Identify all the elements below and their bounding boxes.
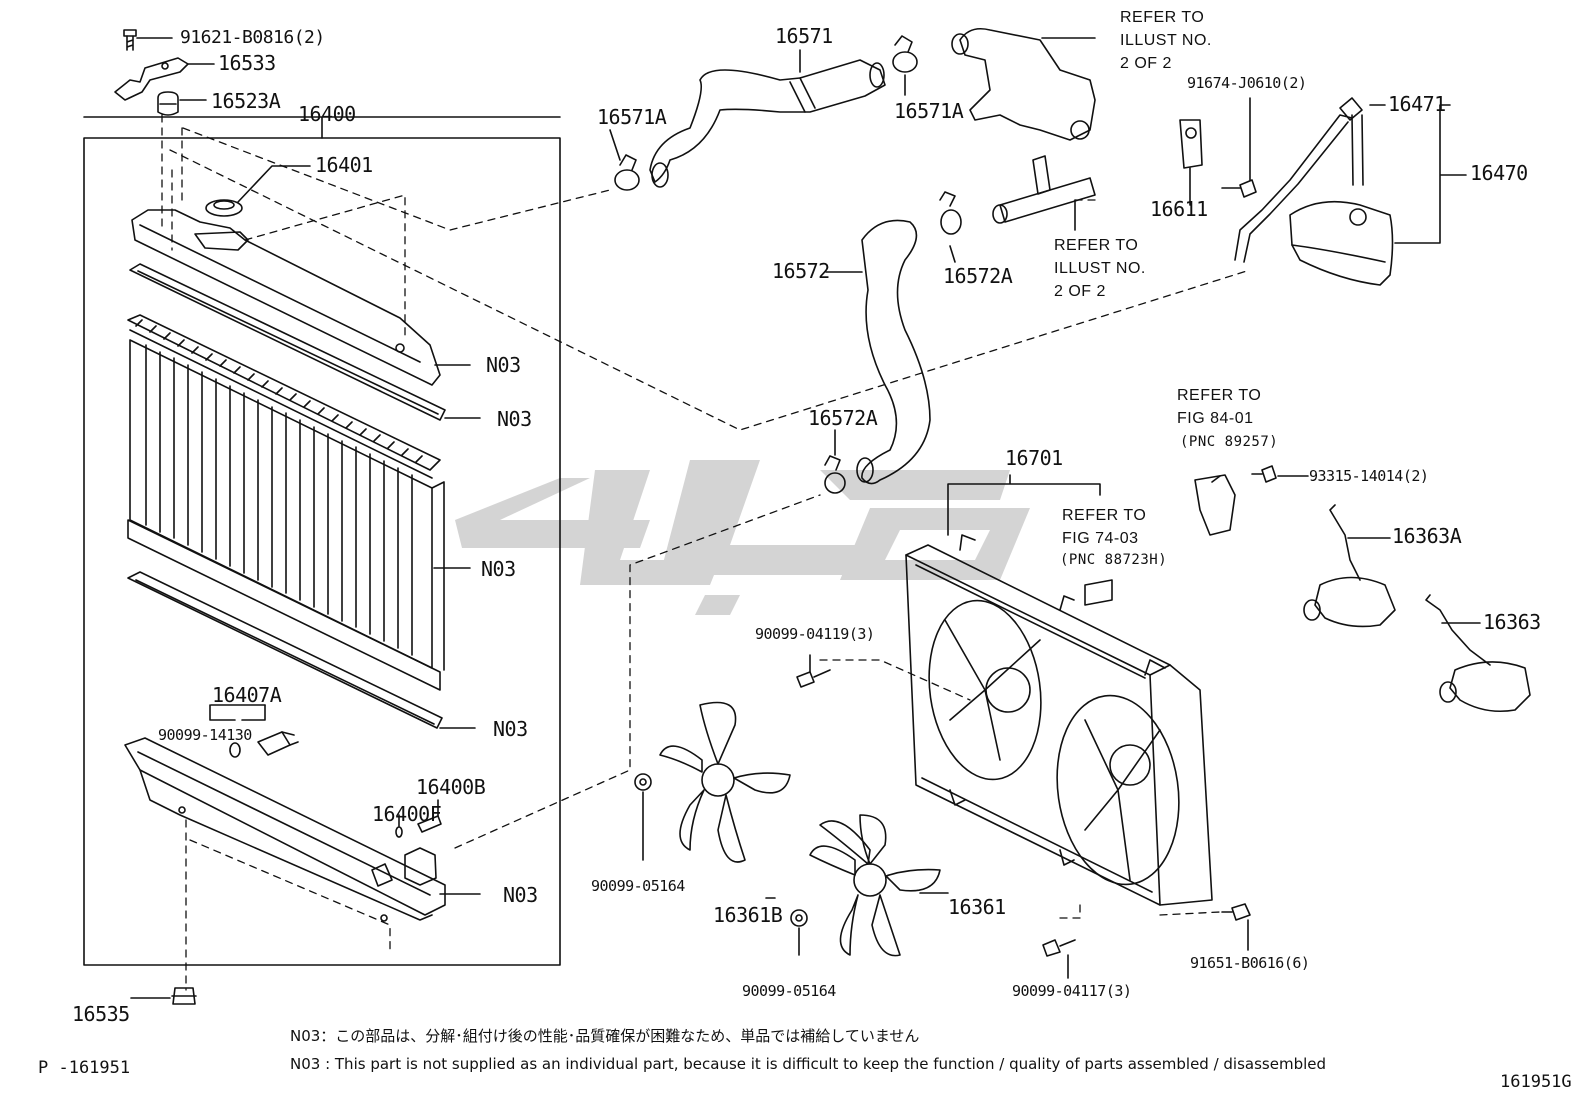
page-code: P -161951 (38, 1058, 131, 1078)
fan-16361B-icon (659, 701, 791, 863)
label-n03-lower-tank: N03 (503, 883, 538, 907)
cushion-16535-icon (171, 987, 197, 1005)
nut-90099-05164-b-icon (790, 909, 808, 927)
bolt-90099-04119-icon (796, 669, 831, 688)
fan-motor-16363-icon (1425, 594, 1531, 713)
refer-fig-74-03-pnc: (PNC 88723H) (1060, 548, 1167, 572)
refer-fig-84-01-pnc: (PNC 89257) (1180, 430, 1278, 454)
fan-shroud-16701-icon (905, 534, 1213, 906)
radiator-cap-16401-icon (205, 199, 243, 217)
o-ring-90099-14130-icon (229, 742, 241, 758)
label-16533: 16533 (218, 51, 276, 75)
drain-cock-16400B-icon (417, 799, 442, 833)
label-90099-05164-a: 90099-05164 (591, 877, 685, 895)
refer-fig-74-03: REFER TO FIG 74-03 (1062, 507, 1147, 547)
upper-hose-16571-icon (649, 59, 886, 188)
cushion-16523A-icon (157, 91, 179, 116)
bracket-16611-icon (1179, 119, 1203, 169)
o-ring-16400F-icon (395, 826, 403, 838)
note-japanese: N03：この部品は、分解･組付け後の性能･品質確保が困難なため、単品では補給して… (290, 1027, 920, 1045)
radiator-assembly-box (83, 137, 561, 966)
label-n03-lower-gasket: N03 (493, 717, 528, 741)
label-16572A-bottom: 16572A (808, 406, 878, 430)
reservoir-tank-16470-icon (1289, 200, 1394, 286)
label-n03-upper-tank: N03 (486, 353, 521, 377)
dashed-guides (161, 114, 1251, 991)
clamp-16572A-top-icon (939, 191, 962, 235)
figure-code: 161951G (1500, 1072, 1572, 1092)
clamp-16571A-left-icon (614, 154, 640, 191)
pnc-89257: (PNC 89257) (1180, 434, 1279, 450)
watermark-logo (455, 460, 1030, 615)
drain-plug-16407A-icon (257, 731, 299, 756)
bolt-91674-icon (1221, 179, 1257, 198)
label-16361: 16361 (948, 895, 1006, 919)
label-91621-B0816: 91621-B0816(2) (180, 27, 325, 48)
water-outlet-icon (951, 27, 1096, 141)
label-n03-upper-gasket: N03 (497, 407, 532, 431)
overflow-hose-16471-icon (1234, 97, 1364, 263)
radiator-core-icon (127, 314, 445, 691)
label-90099-04119: 90099-04119(3) (755, 625, 875, 643)
label-16611: 16611 (1150, 197, 1208, 221)
label-90099-05164-b: 90099-05164 (742, 982, 836, 1000)
fan-motor-16363A-icon (1303, 504, 1396, 628)
bolt-90099-04117-icon (1042, 939, 1076, 957)
label-16535: 16535 (72, 1002, 130, 1026)
label-16572A-top: 16572A (943, 264, 1013, 288)
label-16571A-left: 16571A (597, 105, 667, 129)
clamp-16571A-right-icon (892, 35, 918, 73)
screw-93315-icon (1251, 465, 1277, 483)
gasket-upper-icon (129, 263, 446, 421)
nut-90099-05164-a-icon (634, 773, 652, 791)
label-91674-J0610: 91674-J0610(2) (1187, 74, 1307, 92)
bolt-91621-icon (123, 29, 137, 51)
fan-16361-icon (809, 814, 941, 957)
label-91651-B0616: 91651-B0616(6) (1190, 954, 1310, 972)
label-90099-04117: 90099-04117(3) (1012, 982, 1132, 1000)
refer-illust-mid: REFER TO ILLUST NO. 2 OF 2 (1054, 237, 1146, 300)
water-inlet-pipe-icon (992, 155, 1096, 224)
label-16407A: 16407A (212, 683, 282, 707)
label-16363: 16363 (1483, 610, 1541, 634)
note-english: N03 : This part is not supplied as an in… (290, 1055, 1327, 1073)
label-16523A: 16523A (211, 89, 281, 113)
upper-tank-icon (131, 209, 441, 386)
pnc-88723H: (PNC 88723H) (1060, 552, 1168, 568)
label-16471: 16471 (1388, 92, 1446, 116)
connector-89257-icon (1194, 474, 1236, 536)
label-n03-core: N03 (481, 557, 516, 581)
gasket-lower-icon (127, 571, 443, 729)
label-16401: 16401 (315, 153, 373, 177)
refer-illust-top: REFER TO ILLUST NO. 2 OF 2 (1120, 9, 1212, 72)
label-93315-14014: 93315-14014(2) (1309, 467, 1429, 485)
label-16361B: 16361B (713, 903, 783, 927)
bolt-91651-icon (1221, 903, 1251, 921)
label-16470: 16470 (1470, 161, 1528, 185)
label-16400F: 16400F (372, 802, 442, 826)
label-16363A: 16363A (1392, 524, 1462, 548)
label-16400B: 16400B (416, 775, 486, 799)
label-16572: 16572 (772, 259, 830, 283)
label-16400: 16400 (298, 102, 356, 126)
clamp-16572A-bottom-icon (824, 455, 846, 494)
lower-hose-16572-icon (856, 219, 931, 485)
label-plate-icon (1084, 579, 1113, 606)
refer-fig-84-01: REFER TO FIG 84-01 (1177, 387, 1262, 427)
bracket-16400 (83, 116, 561, 139)
lower-tank-icon (124, 737, 446, 922)
label-90099-14130: 90099-14130 (158, 726, 252, 744)
label-16571A-right: 16571A (894, 99, 964, 123)
label-16571: 16571 (775, 24, 833, 48)
label-16701: 16701 (1005, 446, 1063, 470)
